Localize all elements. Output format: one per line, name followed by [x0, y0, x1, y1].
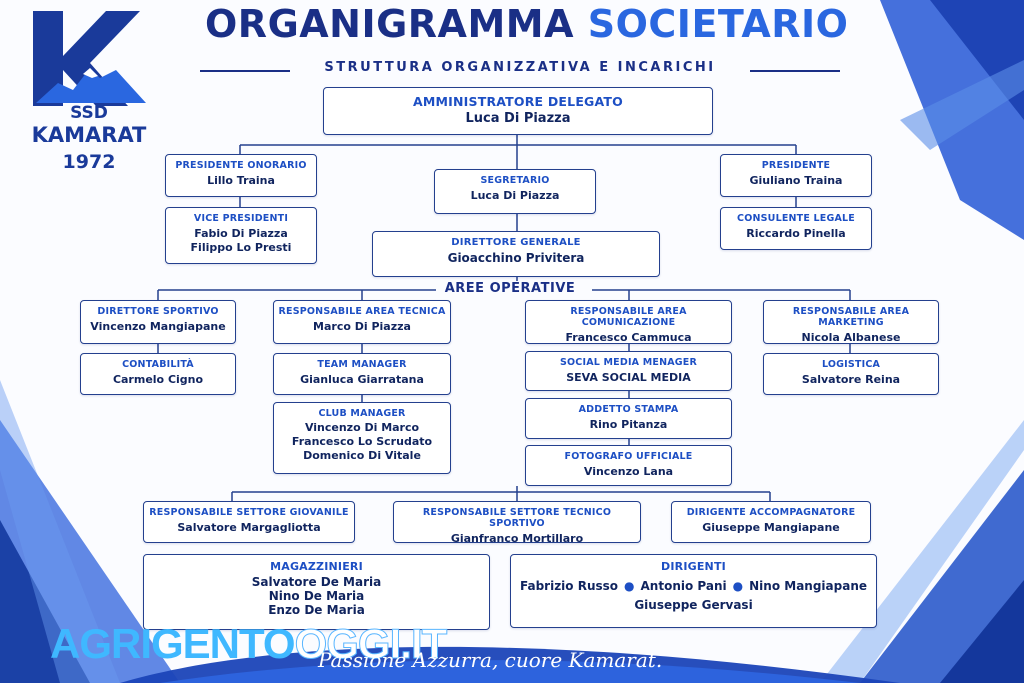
- person-name: SEVA SOCIAL MEDIA: [566, 371, 691, 384]
- person-name: Lillo Traina: [207, 174, 275, 187]
- box-contabilita: CONTABILITÀ Carmelo Cigno: [80, 353, 236, 395]
- person-name: Enzo De Maria: [268, 603, 365, 617]
- box-social-media-manager: SOCIAL MEDIA MENAGER SEVA SOCIAL MEDIA: [525, 351, 732, 391]
- box-presidente-onorario: PRESIDENTE ONORARIO Lillo Traina: [165, 154, 317, 197]
- person-name: Filippo Lo Presti: [190, 241, 292, 254]
- role-label: RESPONSABILE AREA TECNICA: [278, 306, 446, 317]
- box-presidente: PRESIDENTE Giuliano Traina: [720, 154, 872, 197]
- person-name: Rino Pitanza: [589, 418, 668, 431]
- role-label: RESPONSABILE SETTORE TECNICO SPORTIVO: [422, 507, 612, 529]
- box-logistica: LOGISTICA Salvatore Reina: [763, 353, 939, 395]
- box-club-manager: CLUB MANAGER Vincenzo Di Marco Francesco…: [273, 402, 451, 474]
- role-label: DIRIGENTE ACCOMPAGNATORE: [686, 507, 856, 518]
- box-settore-tecnico-sportivo: RESPONSABILE SETTORE TECNICO SPORTIVO Gi…: [393, 501, 641, 545]
- person-name: Luca Di Piazza: [465, 111, 571, 126]
- logo-club-name: KAMARAT: [31, 123, 147, 147]
- person-name: Vincenzo Mangiapane: [90, 320, 226, 333]
- role-label: PRESIDENTE: [761, 160, 831, 171]
- box-area-comunicazione: RESPONSABILE AREA COMUNICAZIONE Francesc…: [525, 300, 732, 344]
- person-name: Vincenzo Lana: [583, 465, 674, 478]
- role-label: CONTABILITÀ: [122, 359, 194, 370]
- box-area-tecnica: RESPONSABILE AREA TECNICA Marco Di Piazz…: [273, 300, 451, 344]
- brand-part-2: OGGI.IT: [294, 620, 448, 668]
- title-part-2: SOCIETARIO: [587, 2, 849, 46]
- person-name: Nino De Maria: [268, 589, 365, 603]
- role-label: ADDETTO STAMPA: [578, 404, 679, 415]
- logo-year: 1972: [62, 151, 116, 173]
- role-label: CLUB MANAGER: [318, 408, 406, 419]
- person-name: Nicola Albanese: [801, 331, 901, 344]
- role-label: LOGISTICA: [821, 359, 881, 370]
- role-label: DIRIGENTI: [661, 560, 726, 573]
- person-name: Fabrizio Russo: [519, 579, 619, 593]
- role-label: RESPONSABILE SETTORE GIOVANILE: [149, 507, 349, 518]
- person-name: Vincenzo Di Marco: [304, 421, 420, 434]
- person-name: Giuliano Traina: [749, 174, 843, 187]
- role-label: SOCIAL MEDIA MENAGER: [559, 357, 697, 368]
- role-label: VICE PRESIDENTI: [193, 213, 289, 224]
- box-direttore-sportivo: DIRETTORE SPORTIVO Vincenzo Mangiapane: [80, 300, 236, 344]
- box-area-marketing: RESPONSABILE AREA MARKETING Nicola Alban…: [763, 300, 939, 344]
- dirigenti-row: Fabrizio Russo ● Antonio Pani ● Nino Mangiap…: [511, 579, 876, 593]
- person-name: Carmelo Cigno: [112, 373, 204, 386]
- role-label: SEGRETARIO: [480, 175, 550, 186]
- person-name: Gianluca Giarratana: [300, 373, 424, 386]
- box-consulente-legale: CONSULENTE LEGALE Riccardo Pinella: [720, 207, 872, 250]
- box-team-manager: TEAM MANAGER Gianluca Giarratana: [273, 353, 451, 395]
- role-label: AMMINISTRATORE DELEGATO: [413, 94, 623, 109]
- kamarat-logo: [33, 11, 146, 106]
- page-title: ORGANIGRAMMA SOCIETARIO: [205, 2, 848, 46]
- person-name: Giuseppe Gervasi: [634, 598, 753, 612]
- person-name: Gioacchino Privitera: [447, 251, 585, 265]
- person-name: Fabio Di Piazza: [194, 227, 288, 240]
- box-addetto-stampa: ADDETTO STAMPA Rino Pitanza: [525, 398, 732, 439]
- box-direttore-generale: DIRETTORE GENERALE Gioacchino Privitera: [372, 231, 660, 277]
- title-part-1: ORGANIGRAMMA: [205, 2, 575, 46]
- person-name: Domenico Di Vitale: [303, 449, 421, 462]
- box-dirigente-accompagnatore: DIRIGENTE ACCOMPAGNATORE Giuseppe Mangia…: [671, 501, 871, 543]
- role-label: RESPONSABILE AREA COMUNICAZIONE: [570, 306, 687, 328]
- subtitle-rule-right: [750, 70, 840, 72]
- box-settore-giovanile: RESPONSABILE SETTORE GIOVANILE Salvatore…: [143, 501, 355, 543]
- box-segretario: SEGRETARIO Luca Di Piazza: [434, 169, 596, 214]
- aree-operative-label: AREE OPERATIVE: [440, 281, 580, 296]
- person-name: Nino Mangiapane: [749, 579, 867, 593]
- role-label: FOTOGRAFO UFFICIALE: [564, 451, 693, 462]
- box-magazzinieri: MAGAZZINIERI Salvatore De Maria Nino De …: [143, 554, 490, 630]
- box-vice-presidenti: VICE PRESIDENTI Fabio Di Piazza Filippo …: [165, 207, 317, 264]
- person-name: Giuseppe Mangiapane: [702, 521, 840, 534]
- role-label: DIRETTORE GENERALE: [451, 237, 581, 248]
- role-label: RESPONSABILE AREA MARKETING: [792, 306, 910, 328]
- box-dirigenti: DIRIGENTI Fabrizio Russo ● Antonio Pani ● Ni…: [510, 554, 877, 628]
- role-label: DIRETTORE SPORTIVO: [97, 306, 219, 317]
- subtitle-rule-left: [200, 70, 290, 72]
- person-name: Luca Di Piazza: [470, 189, 560, 202]
- agrigentooggi-watermark: AGRIGENTOOGGI.IT: [50, 620, 448, 668]
- person-name: Marco Di Piazza: [313, 320, 411, 333]
- logo-ssd: SSD: [70, 103, 108, 123]
- page-subtitle: STRUTTURA ORGANIZZATIVA E INCARICHI: [324, 60, 716, 75]
- person-name: Francesco Cammuca: [565, 331, 692, 344]
- person-name: Salvatore Reina: [801, 373, 901, 386]
- person-name: Gianfranco Mortillaro: [450, 532, 584, 545]
- person-name: Salvatore De Maria: [251, 575, 382, 589]
- person-name: Salvatore Margagliotta: [177, 521, 321, 534]
- tagline: Passione Azzurra, cuore Kamarat.: [318, 648, 663, 672]
- role-label: MAGAZZINIERI: [270, 560, 363, 573]
- bullet-icon: ●: [732, 579, 744, 593]
- brand-part-1: AGRIGENTO: [50, 620, 296, 667]
- role-label: TEAM MANAGER: [317, 359, 407, 370]
- person-name: Antonio Pani: [640, 579, 727, 593]
- box-amministratore-delegato: AMMINISTRATORE DELEGATO Luca Di Piazza: [323, 87, 713, 135]
- role-label: PRESIDENTE ONORARIO: [175, 160, 307, 171]
- person-name: Riccardo Pinella: [746, 227, 846, 240]
- person-name: Francesco Lo Scrudato: [291, 435, 433, 448]
- role-label: CONSULENTE LEGALE: [737, 213, 855, 224]
- box-fotografo-ufficiale: FOTOGRAFO UFFICIALE Vincenzo Lana: [525, 445, 732, 486]
- bullet-icon: ●: [624, 579, 635, 593]
